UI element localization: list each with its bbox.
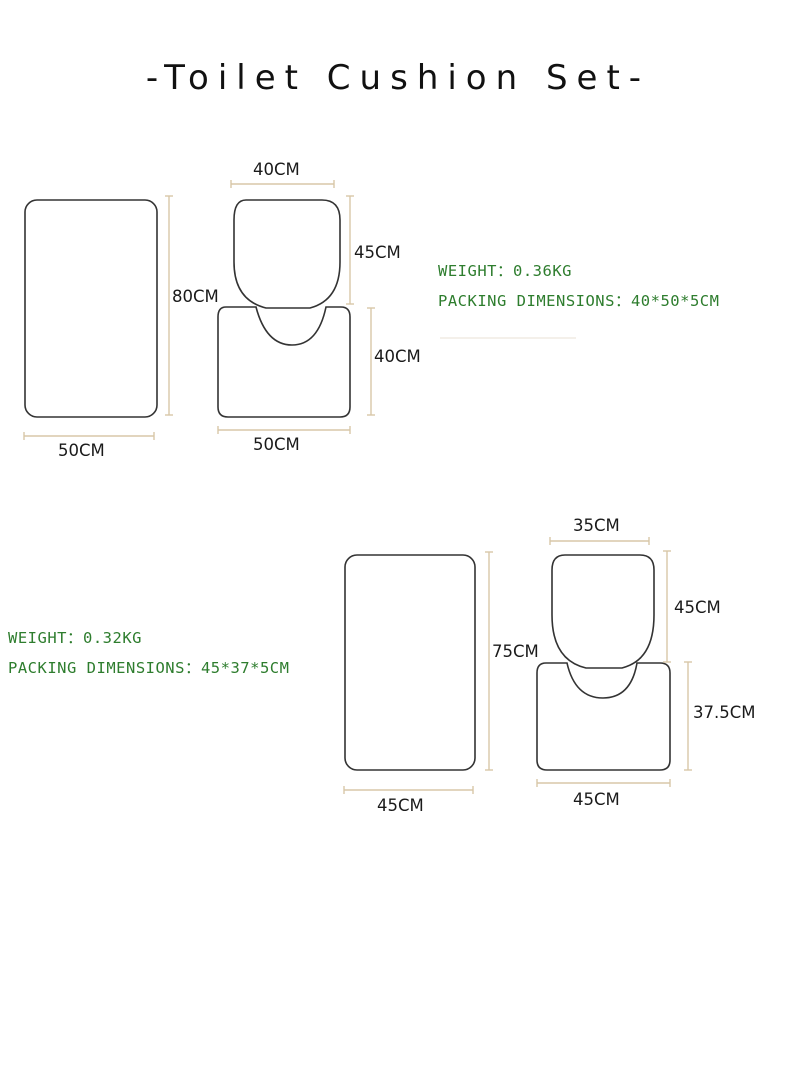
set-2-weight-text: WEIGHT：0.32KG: [8, 629, 142, 647]
set-1-contour-height-label: 40CM: [374, 347, 421, 366]
set-1-contour-mat-outline: [217, 306, 351, 418]
set-1-contour-width-label: 50CM: [253, 435, 300, 454]
set-1-weight-text: WEIGHT：0.36KG: [438, 262, 572, 280]
set-2-contour-height-label: 37.5CM: [693, 703, 756, 722]
set-2-dimension-lines: [343, 537, 692, 794]
set-1-lid-cover-outline: [233, 199, 341, 309]
set-1-lid-height-label: 45CM: [354, 243, 401, 262]
set-2-lid-height-label: 45CM: [674, 598, 721, 617]
set-1-packing-text: PACKING DIMENSIONS：40*50*5CM: [438, 292, 720, 310]
set-1-mat-width-label: 50CM: [58, 441, 105, 460]
set-2-mat-width-label: 45CM: [377, 796, 424, 815]
set-1-shapes: [24, 199, 351, 418]
set-1-lid-width-label: 40CM: [253, 160, 300, 179]
set-2-lid-width-label: 35CM: [573, 516, 620, 535]
set-2-contour-width-label: 45CM: [573, 790, 620, 809]
set-2-shapes: [344, 554, 671, 771]
set-1-bath-mat-outline: [24, 199, 158, 418]
set-1-mat-height-label: 80CM: [172, 287, 219, 306]
set-2-packing-text: PACKING DIMENSIONS：45*37*5CM: [8, 659, 290, 677]
set-1-dimension-lines: [23, 180, 576, 440]
page-title: -Toilet Cushion Set-: [145, 58, 651, 98]
set-2-mat-height-label: 75CM: [492, 642, 539, 661]
set-2-lid-cover-outline: [551, 554, 655, 669]
set-2-contour-mat-outline: [536, 662, 671, 771]
set-2-bath-mat-outline: [344, 554, 476, 771]
